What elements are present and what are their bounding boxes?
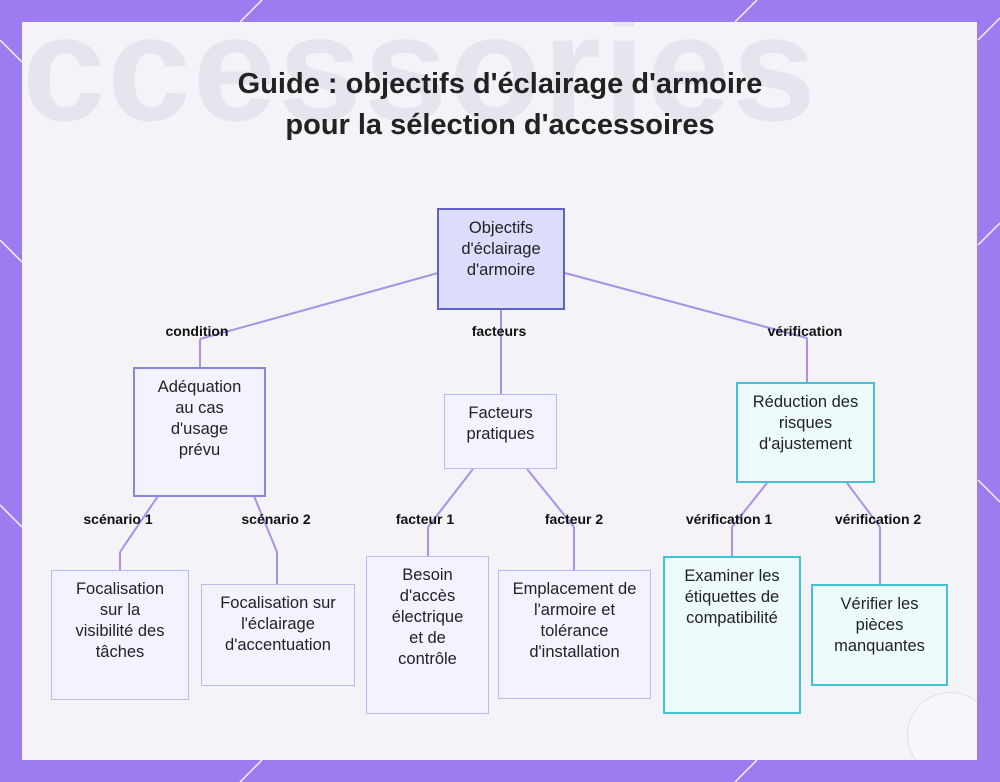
- node-usage[interactable]: Adéquation au cas d'usage prévu: [133, 367, 266, 497]
- node-task-label: Focalisation sur la visibilité des tâche…: [75, 580, 165, 661]
- edge-label-facteur-2: facteur 2: [544, 511, 604, 527]
- node-root-label: Objectifs d'éclairage d'armoire: [461, 219, 541, 279]
- node-root[interactable]: Objectifs d'éclairage d'armoire: [437, 208, 565, 310]
- edge-root-risk: [564, 272, 808, 339]
- edge-risk-labels: [731, 482, 768, 528]
- edge-label-facteur-1: facteur 1: [395, 511, 455, 527]
- node-accent[interactable]: Focalisation sur l'éclairage d'accentuat…: [201, 584, 355, 686]
- node-location-label: Emplacement de l'armoire et tolérance d'…: [512, 580, 637, 661]
- node-location[interactable]: Emplacement de l'armoire et tolérance d'…: [498, 570, 651, 699]
- edge-risk-parts: [846, 482, 881, 528]
- edge-label-condition: condition: [165, 323, 229, 339]
- edge-usage-task: [119, 495, 159, 553]
- node-risk-label: Réduction des risques d'ajustement: [752, 393, 859, 453]
- background-watermark-text: ccessories: [22, 22, 818, 152]
- diagram-title: Guide : objectifs d'éclairage d'armoire …: [237, 68, 763, 141]
- node-factors[interactable]: Facteurs pratiques: [444, 394, 557, 469]
- node-power-label: Besoin d'accès électrique et de contrôle: [391, 566, 464, 668]
- node-task[interactable]: Focalisation sur la visibilité des tâche…: [51, 570, 189, 700]
- edge-factors-location: [526, 468, 575, 528]
- node-labels-check[interactable]: Examiner les étiquettes de compatibilité: [663, 556, 801, 714]
- edge-label-verification-1: vérification 1: [685, 511, 773, 527]
- edge-label-facteurs: facteurs: [471, 323, 527, 339]
- diagram-card: ccessories Guide : objectifs d'éclairage…: [22, 22, 977, 760]
- edge-label-verification: vérification: [767, 323, 843, 339]
- edge-label-verification-2: vérification 2: [834, 511, 922, 527]
- node-accent-label: Focalisation sur l'éclairage d'accentuat…: [220, 594, 336, 654]
- edge-label-scenario-1: scénario 1: [83, 511, 153, 527]
- node-labels-check-label: Examiner les étiquettes de compatibilité: [684, 567, 780, 627]
- node-parts-label: Vérifier les pièces manquantes: [834, 595, 925, 655]
- edge-root-usage: [199, 272, 439, 340]
- node-risk[interactable]: Réduction des risques d'ajustement: [736, 382, 875, 483]
- node-power[interactable]: Besoin d'accès électrique et de contrôle: [366, 556, 489, 714]
- node-usage-label: Adéquation au cas d'usage prévu: [157, 378, 242, 459]
- connector-lines: [119, 272, 881, 584]
- edge-label-scenario-2: scénario 2: [241, 511, 311, 527]
- edge-factors-power: [427, 468, 474, 528]
- node-factors-label: Facteurs pratiques: [466, 404, 535, 443]
- edge-usage-accent: [253, 495, 278, 553]
- node-parts[interactable]: Vérifier les pièces manquantes: [811, 584, 948, 686]
